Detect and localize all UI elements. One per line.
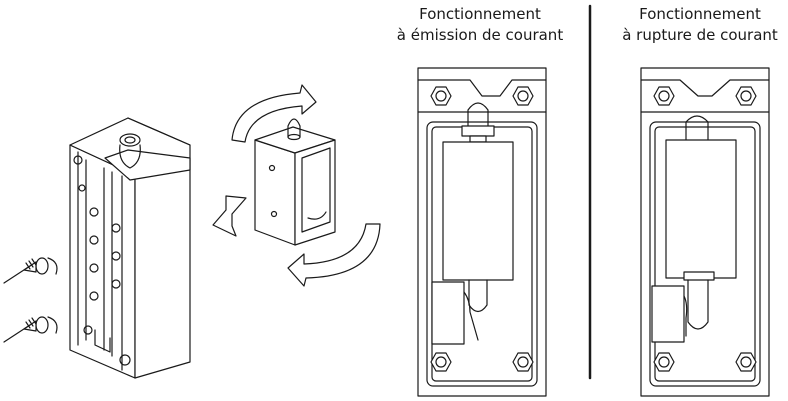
caption-rupture: Fonctionnement à rupture de courant	[600, 4, 788, 46]
panel-rupture	[641, 68, 769, 396]
rotate-arrow-icon	[232, 85, 316, 142]
direction-arrow-icon	[213, 196, 246, 236]
caption-rupture-line1: Fonctionnement	[639, 5, 761, 23]
screw-icon	[4, 258, 57, 283]
electromagnet-icon	[255, 119, 335, 245]
screw-icon	[4, 317, 57, 342]
panel-emission	[418, 68, 546, 396]
rotate-arrow-icon	[288, 224, 380, 286]
caption-emission-line1: Fonctionnement	[419, 5, 541, 23]
strike-body	[70, 118, 190, 378]
caption-rupture-line2: à rupture de courant	[622, 26, 778, 44]
caption-emission-line2: à émission de courant	[396, 26, 564, 44]
caption-emission: Fonctionnement à émission de courant	[380, 4, 580, 46]
